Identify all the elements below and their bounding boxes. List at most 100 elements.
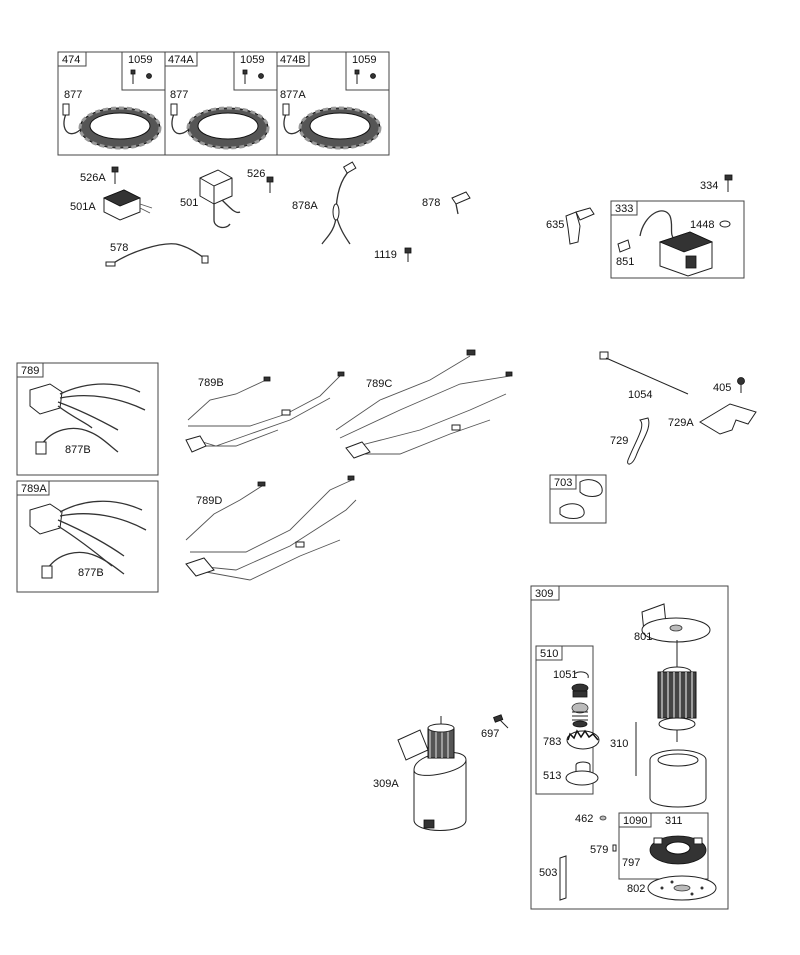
label-878A: 878A — [292, 200, 318, 212]
box-789A — [16, 480, 159, 593]
label-501A: 501A — [70, 201, 96, 213]
rectifier-icon — [103, 189, 153, 221]
diode-wire-icon — [321, 161, 357, 245]
label-789D: 789D — [196, 495, 222, 507]
stator-ring-icon — [282, 103, 382, 150]
stator-group: 474 1059 474A 1059 474B 1059 877 877 877… — [57, 51, 390, 156]
washer-icon — [719, 220, 731, 228]
harness-icon — [335, 349, 513, 459]
label-635: 635 — [546, 219, 564, 231]
label-801: 801 — [634, 631, 652, 643]
rectifier-parts-group: 526A 501A 501 526 878A 878 — [70, 161, 471, 267]
washer-icon — [599, 815, 607, 821]
harness-icon — [29, 500, 147, 579]
harness-icon — [185, 475, 357, 581]
label-1059-b: 1059 — [240, 54, 264, 66]
starter-housing-icon — [649, 749, 707, 808]
label-789: 789 — [21, 365, 39, 377]
label-789C: 789C — [366, 378, 392, 390]
clip-icon — [627, 417, 650, 465]
label-579: 579 — [590, 844, 608, 856]
label-334: 334 — [700, 180, 718, 192]
clamp-icon — [559, 503, 585, 519]
spark-boot-icon — [565, 207, 595, 245]
label-309: 309 — [535, 588, 553, 600]
box-1059-c — [345, 51, 390, 91]
label-474: 474 — [62, 54, 80, 66]
box-333 — [610, 200, 745, 279]
retainer-ring-icon — [573, 671, 589, 679]
harness-assemblies: 789B 789C 789D — [185, 349, 513, 581]
label-526A: 526A — [80, 172, 106, 184]
brush-holder-icon — [649, 835, 707, 865]
clamp-icon — [579, 479, 603, 497]
screw-icon — [266, 176, 274, 193]
label-783: 783 — [543, 736, 561, 748]
starter-motor-icon — [397, 716, 467, 831]
connector-icon — [451, 191, 471, 215]
label-526: 526 — [247, 168, 265, 180]
label-1119: 1119 — [374, 249, 397, 261]
screw-icon — [493, 714, 509, 729]
label-333: 333 — [615, 203, 633, 215]
label-797: 797 — [622, 857, 640, 869]
label-877-b: 877 — [170, 89, 188, 101]
regulator-icon — [199, 169, 241, 229]
stator-ring-icon — [170, 103, 270, 150]
end-cap-bracket-icon — [641, 603, 711, 643]
label-1448: 1448 — [690, 219, 714, 231]
label-513: 513 — [543, 770, 561, 782]
strap-icon — [559, 855, 567, 901]
box-309 — [530, 585, 729, 910]
label-405: 405 — [713, 382, 731, 394]
box-510 — [535, 645, 594, 795]
screw-nut-icon — [130, 69, 152, 84]
tab-474 — [57, 51, 87, 67]
label-789A: 789A — [21, 483, 47, 495]
label-1054: 1054 — [628, 389, 652, 401]
label-703: 703 — [554, 477, 572, 489]
ignition-coil-icon — [617, 210, 714, 277]
pin-icon — [612, 844, 617, 852]
label-877A: 877A — [280, 89, 306, 101]
stator-ring-icon — [62, 103, 162, 150]
label-729: 729 — [610, 435, 628, 447]
label-1090: 1090 — [623, 815, 647, 827]
screw-icon — [724, 174, 733, 192]
label-851: 851 — [616, 256, 634, 268]
label-578: 578 — [110, 242, 128, 254]
ignition-group: 635 334 333 1448 851 — [546, 174, 745, 279]
shield-plate-icon — [699, 403, 757, 435]
label-474B: 474B — [280, 54, 306, 66]
label-877-a: 877 — [64, 89, 82, 101]
harness-icon — [185, 371, 345, 453]
drive-parts-icon — [565, 683, 600, 786]
screw-icon — [111, 166, 119, 184]
ground-wire-icon — [105, 243, 209, 267]
label-877B: 877B — [65, 444, 91, 456]
starter-309-group: 309 801 310 510 1051 — [530, 585, 729, 910]
label-501: 501 — [180, 197, 198, 209]
end-cap-icon — [647, 875, 717, 901]
armature-icon — [657, 640, 697, 742]
harness-icon — [29, 383, 146, 455]
label-462: 462 — [575, 813, 593, 825]
cable-tie-icon — [599, 351, 689, 395]
label-878: 878 — [422, 197, 440, 209]
label-474A: 474A — [168, 54, 194, 66]
label-877B-b: 877B — [78, 567, 104, 579]
label-697: 697 — [481, 728, 499, 740]
label-802: 802 — [627, 883, 645, 895]
label-503: 503 — [539, 867, 557, 879]
label-309A: 309A — [373, 778, 399, 790]
label-510: 510 — [540, 648, 558, 660]
box-703 — [549, 474, 607, 524]
box-1059-a — [121, 51, 166, 91]
label-1059-a: 1059 — [128, 54, 152, 66]
screw-nut-icon — [354, 69, 376, 84]
box-789 — [16, 362, 159, 476]
label-311: 311 — [665, 815, 683, 827]
stator-outer-frame — [57, 51, 390, 156]
label-729A: 729A — [668, 417, 694, 429]
